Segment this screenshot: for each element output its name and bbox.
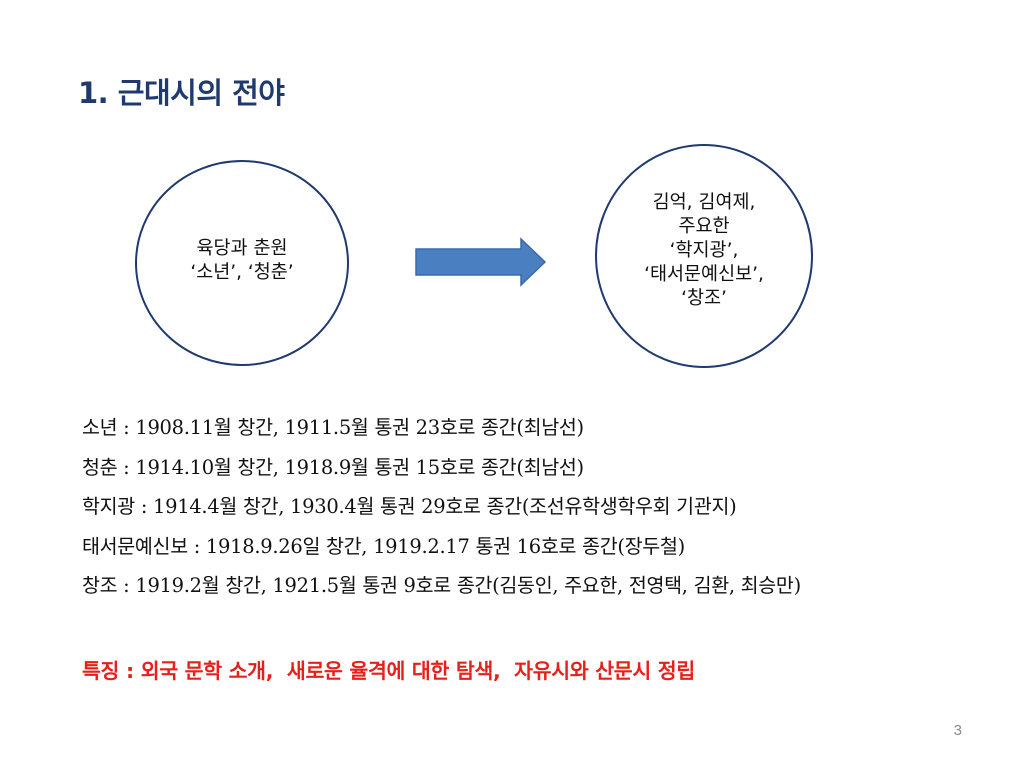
- slide-title: 1. 근대시의 전야: [78, 76, 285, 110]
- magazine-item-changjo: 창조 : 1919.2월 창간, 1921.5월 통권 9호로 종간(김동인, …: [82, 574, 801, 597]
- left-circle-line: ‘소년’, ‘청춘’: [190, 262, 294, 283]
- right-circle-line: ‘창조’: [681, 288, 727, 309]
- magazine-item-hakjigwang: 학지광 : 1914.4월 창간, 1930.4월 통권 29호로 종간(조선유…: [82, 495, 737, 518]
- left-circle-text: 육당과 춘원 ‘소년’, ‘청춘’: [142, 237, 342, 285]
- right-circle-line: 주요한: [678, 216, 730, 237]
- right-arrow: [415, 237, 547, 287]
- magazine-item-cheongchun: 청춘 : 1914.10월 창간, 1918.9월 통권 15호로 종간(최남선…: [82, 455, 584, 479]
- page-number: 3: [953, 722, 962, 739]
- left-circle: [135, 160, 349, 366]
- magazine-list: 소년 : 1908.11월 창간, 1911.5월 통권 23호로 종간(최남선…: [82, 414, 801, 612]
- right-circle: [595, 144, 813, 368]
- magazine-item-taeseo: 태서문예신보 : 1918.9.26일 창간, 1919.2.17 통권 16호…: [82, 534, 685, 558]
- right-circle-line: 김억, 김여제,: [652, 192, 756, 213]
- right-circle-line: ‘학지광’,: [669, 240, 739, 261]
- left-circle-line: 육당과 춘원: [196, 238, 288, 259]
- right-circle-text: 김억, 김여제, 주요한 ‘학지광’, ‘태서문예신보’, ‘창조’: [604, 191, 804, 311]
- feature-summary: 특징 : 외국 문학 소개, 새로운 율격에 대한 탐색, 자유시와 산문시 정…: [82, 659, 695, 683]
- concept-diagram: [135, 144, 813, 368]
- magazine-item-sonyeon: 소년 : 1908.11월 창간, 1911.5월 통권 23호로 종간(최남선…: [82, 416, 584, 439]
- right-circle-line: ‘태서문예신보’,: [644, 264, 764, 285]
